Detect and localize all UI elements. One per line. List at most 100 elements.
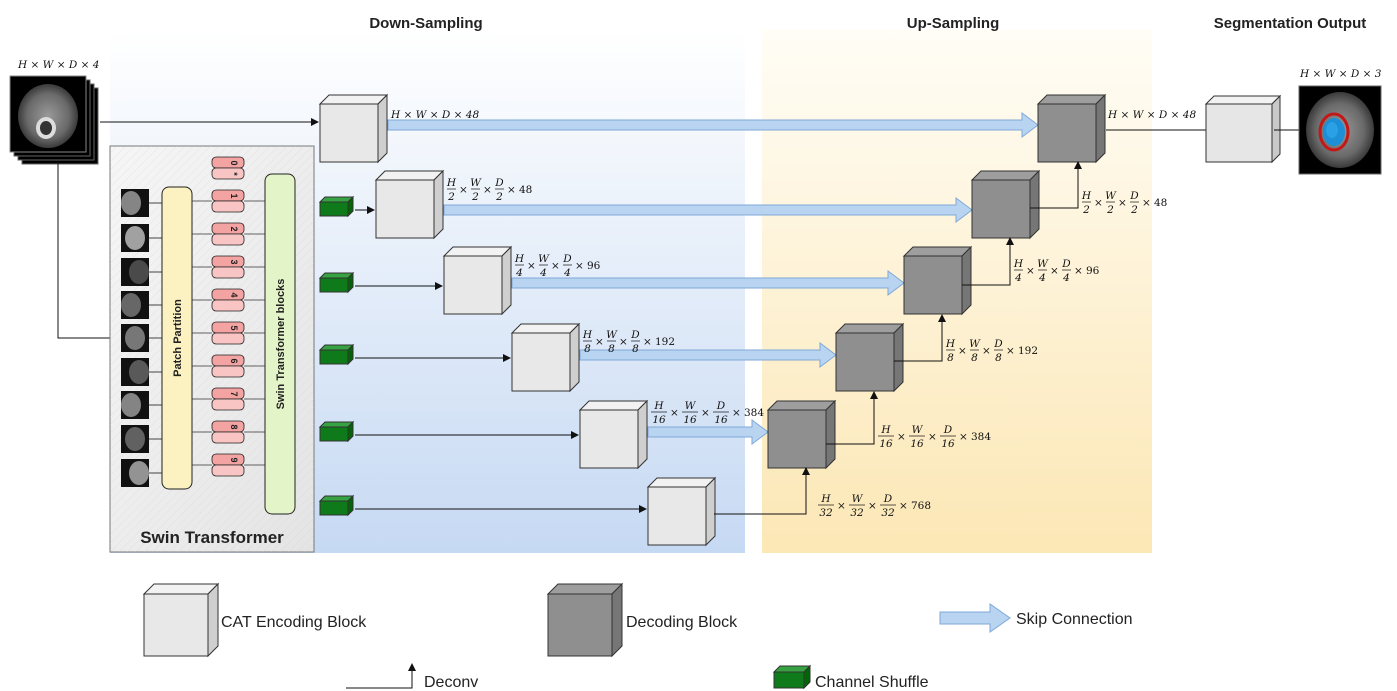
token-label: 8 xyxy=(229,424,239,429)
svg-text:2: 2 xyxy=(1082,204,1090,216)
channel-shuffle-cube xyxy=(318,271,355,294)
decoder-cube-icon xyxy=(834,322,905,393)
decoder-size-label: H × W × D × 48 xyxy=(1107,109,1196,121)
svg-text:×: × xyxy=(732,407,741,419)
patch-thumbnail xyxy=(121,291,162,319)
encoder-size-label: H8×W8×D8×192 xyxy=(582,329,675,355)
legend-encoder-cube-icon xyxy=(142,582,220,658)
legend-cat-encoding-label: CAT Encoding Block xyxy=(221,614,367,631)
svg-text:W: W xyxy=(685,400,697,412)
encoder-size-label: H4×W4×D4×96 xyxy=(514,253,601,279)
token-4: 4 xyxy=(192,288,265,312)
channel-shuffle-column xyxy=(318,195,647,517)
encoder-cube-icon xyxy=(374,169,445,240)
token-2: 2 xyxy=(192,222,265,246)
svg-text:8: 8 xyxy=(584,343,591,355)
svg-text:4: 4 xyxy=(515,267,523,279)
patch-thumbnail xyxy=(121,425,162,453)
decoder-size-label: H4×W4×D4×96 xyxy=(1013,258,1100,284)
svg-text:96: 96 xyxy=(587,260,601,272)
token-label: 3 xyxy=(229,259,239,264)
svg-text:2: 2 xyxy=(495,191,503,203)
patch-thumbnail xyxy=(121,324,162,352)
decoder-size-label: H2×W2×D2×48 xyxy=(1081,190,1167,216)
svg-text:4: 4 xyxy=(1014,272,1022,284)
svg-text:4: 4 xyxy=(539,267,547,279)
swin-transformer-blocks xyxy=(264,173,296,515)
svg-text:×: × xyxy=(527,260,536,272)
channel-shuffle-cube xyxy=(318,195,355,218)
svg-text:×: × xyxy=(670,407,679,419)
decoder-size-label: H8×W8×D8×192 xyxy=(945,338,1038,364)
svg-text:48: 48 xyxy=(1154,197,1167,209)
token-5: 5 xyxy=(192,321,265,345)
svg-text:×: × xyxy=(1142,197,1151,209)
svg-text:D: D xyxy=(562,253,572,265)
svg-text:32: 32 xyxy=(881,507,895,519)
deconv-connector xyxy=(826,391,878,445)
skip-connections xyxy=(387,112,1039,445)
svg-text:W: W xyxy=(470,177,482,189)
brain-mri-icon xyxy=(18,84,78,148)
skip-arrow-icon xyxy=(511,270,905,296)
svg-text:×: × xyxy=(1050,265,1059,277)
token-label: 4 xyxy=(229,292,239,297)
legend-deconv-arrow-icon xyxy=(346,663,416,689)
output-block xyxy=(1204,94,1282,164)
svg-text:W: W xyxy=(538,253,550,265)
svg-text:×: × xyxy=(595,336,604,348)
legend-skip-connection-label: Skip Connection xyxy=(1016,611,1133,628)
svg-text:×: × xyxy=(575,260,584,272)
svg-text:×: × xyxy=(701,407,710,419)
svg-text:H: H xyxy=(653,400,664,412)
legend-decoder-cube-icon xyxy=(546,582,624,658)
decoder-cube-icon xyxy=(1036,93,1107,164)
svg-text:H: H xyxy=(880,424,891,436)
channel-shuffle-icon xyxy=(318,420,579,443)
svg-text:8: 8 xyxy=(995,352,1002,364)
skip-arrow-icon xyxy=(443,197,973,223)
token-3: 3 xyxy=(192,255,265,279)
output-segmentation-image xyxy=(1298,85,1382,175)
deconv-connector xyxy=(962,237,1014,286)
svg-text:8: 8 xyxy=(971,352,978,364)
svg-text:96: 96 xyxy=(1086,265,1100,277)
svg-text:2: 2 xyxy=(1106,204,1114,216)
svg-text:H: H xyxy=(820,493,831,505)
svg-text:W: W xyxy=(852,493,864,505)
svg-text:H: H xyxy=(582,329,593,341)
legend-decoding-label: Decoding Block xyxy=(626,614,738,631)
svg-text:×: × xyxy=(928,431,937,443)
svg-text:×: × xyxy=(1094,197,1103,209)
channel-shuffle-icon xyxy=(318,195,375,218)
decoder-cube-icon xyxy=(766,399,837,470)
down-sampling-header: Down-Sampling xyxy=(369,15,482,32)
svg-text:H: H xyxy=(514,253,525,265)
svg-text:16: 16 xyxy=(652,414,666,426)
legend-channel-shuffle-icon xyxy=(772,664,812,690)
svg-text:D: D xyxy=(993,338,1003,350)
svg-text:D: D xyxy=(883,493,893,505)
svg-text:W: W xyxy=(1037,258,1049,270)
svg-text:×: × xyxy=(1118,197,1127,209)
svg-text:D: D xyxy=(1129,190,1139,202)
encoder-column: H × W × D × 48H2×W2×D2×48H4×W4×D4×96H8×W… xyxy=(318,93,931,547)
output-size-label: H × W × D × 3 xyxy=(1299,68,1382,80)
deconv-connector xyxy=(714,467,810,515)
skip-arrow-icon xyxy=(647,419,769,445)
svg-text:48: 48 xyxy=(519,184,532,196)
svg-text:D: D xyxy=(716,400,726,412)
token-label: 0 xyxy=(229,160,239,165)
patch-thumbnail xyxy=(121,358,162,386)
svg-text:16: 16 xyxy=(941,438,955,450)
channel-shuffle-icon xyxy=(318,494,647,517)
encoder-cube-icon xyxy=(442,245,513,316)
svg-text:H: H xyxy=(446,177,457,189)
legend-skip-arrow-icon xyxy=(939,603,1011,633)
svg-text:32: 32 xyxy=(819,507,833,519)
deconv-connector xyxy=(894,314,946,362)
svg-text:192: 192 xyxy=(1018,345,1038,357)
input-mri-stack xyxy=(9,75,99,165)
